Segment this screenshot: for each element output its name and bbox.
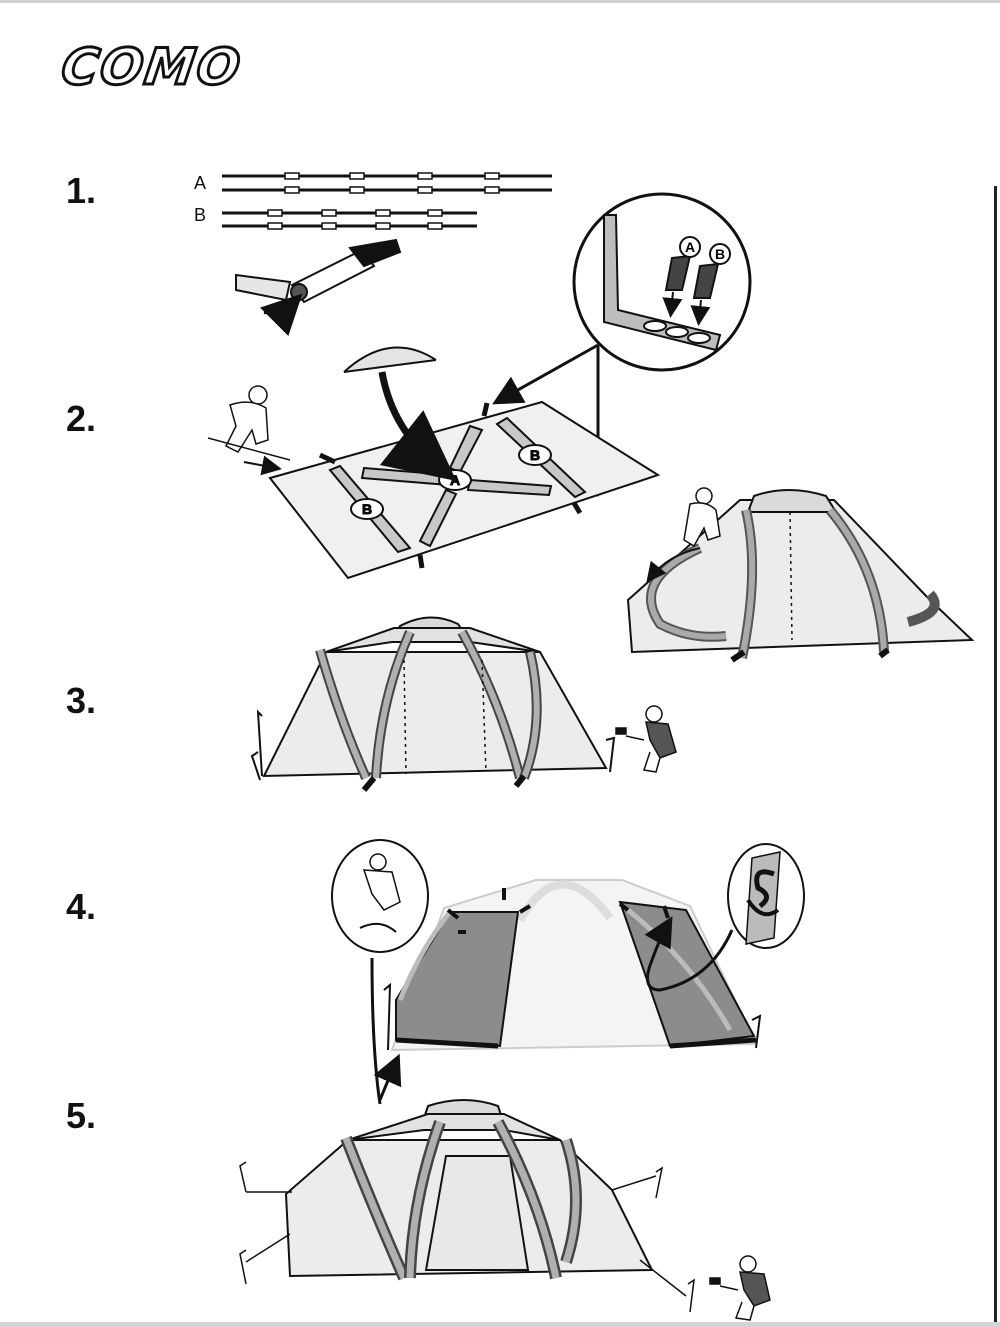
pole-b-pair (222, 209, 477, 230)
page-frame-top (0, 0, 1000, 3)
step-2-ground-layout: A B B (243, 346, 661, 580)
person-hammering-step-5 (709, 1255, 771, 1321)
person-hammering-step-3 (615, 705, 677, 773)
stake-callout-left (331, 839, 429, 1105)
step-1-poles-illustration (222, 172, 552, 336)
layout-label-b-lower: B (362, 501, 372, 517)
step-4-number: 4. (66, 886, 97, 927)
person-figure-step-2 (207, 385, 291, 461)
step-5-finished-tent-illustration (239, 1099, 695, 1313)
step-5-number: 5. (66, 1095, 97, 1136)
step-3-number: 3. (66, 680, 97, 721)
toggle-callout-right (644, 843, 805, 992)
step-4-inner-tent-illustration (383, 879, 762, 1052)
pole-a-pair (222, 172, 552, 194)
pole-label-b: B (194, 205, 207, 225)
step-2-number: 2. (66, 398, 97, 439)
callout-label-b: B (715, 246, 725, 262)
layout-label-b-upper: B (530, 447, 540, 463)
page-frame-bottom (0, 1322, 1000, 1327)
person-figure-step-2b (683, 487, 721, 548)
pole-insert-callout: A B (492, 192, 752, 497)
callout-label-a: A (685, 239, 695, 255)
step-3-tent-illustration (250, 616, 616, 792)
tent-raising-illustration (626, 489, 975, 663)
page-frame-right (994, 186, 997, 1322)
pole-label-a: A (194, 173, 207, 193)
layout-label-a: A (450, 472, 460, 488)
step-1-number: 1. (66, 170, 97, 211)
pole-joint-detail (235, 238, 402, 336)
mini-dome-inset (343, 346, 437, 373)
